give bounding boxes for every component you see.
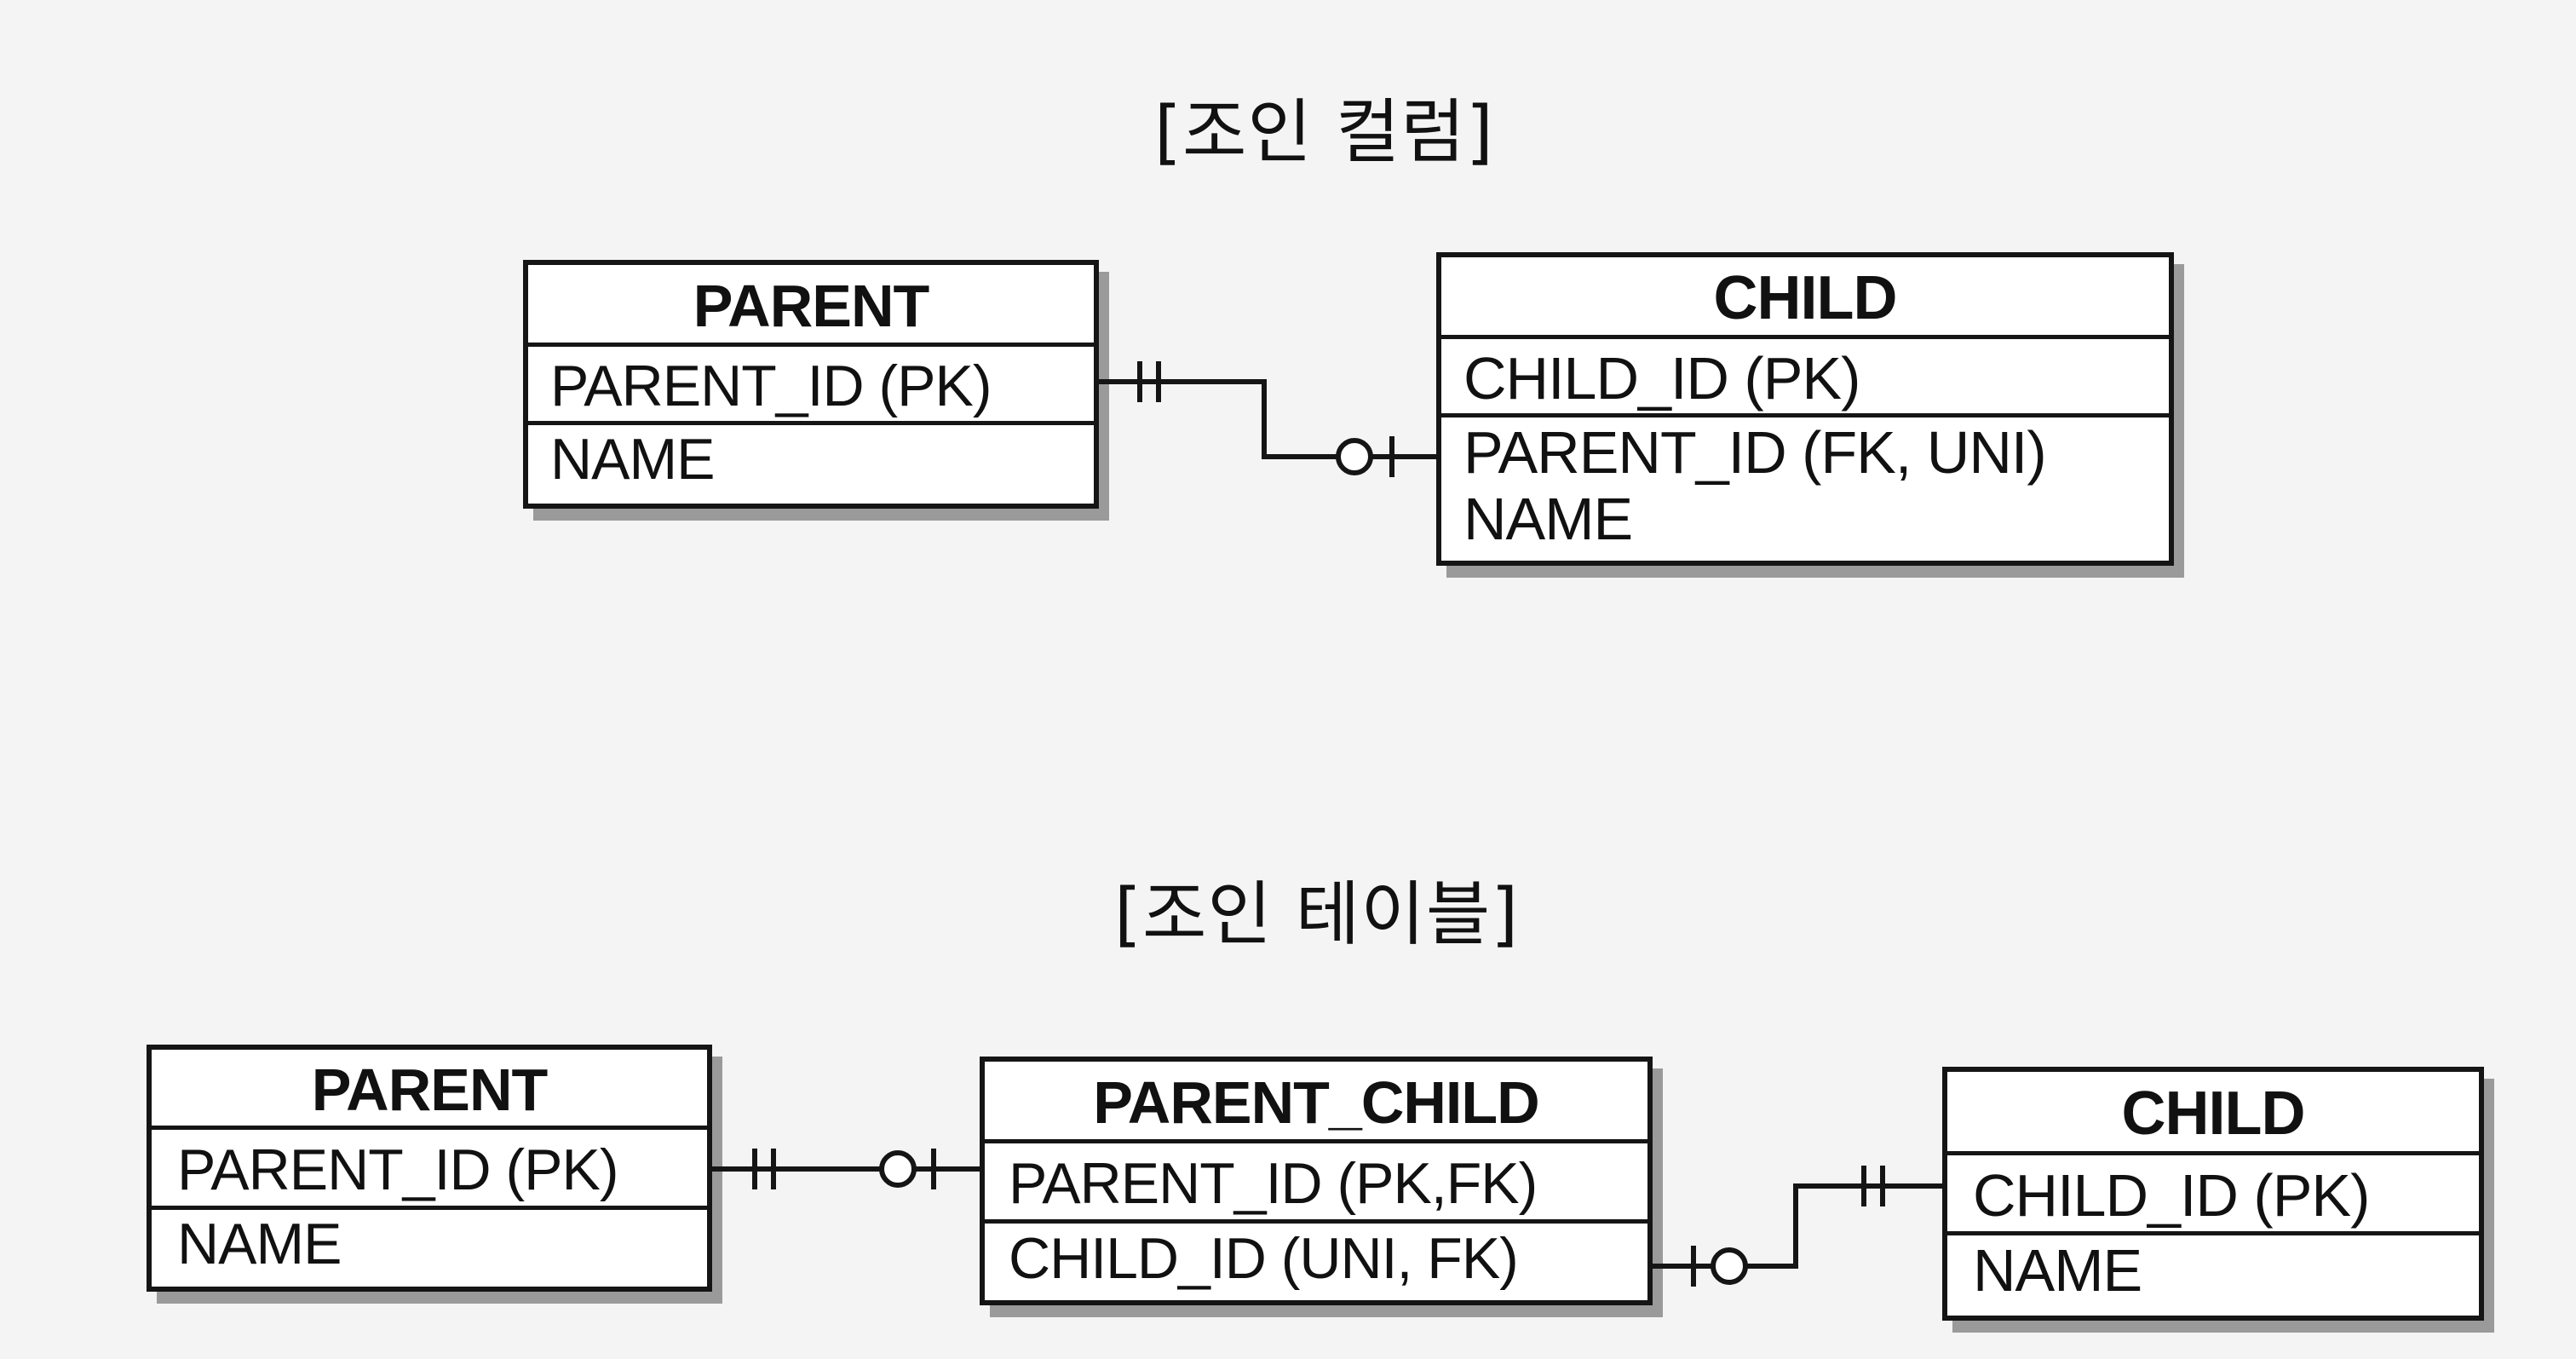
parent-pk-column: PARENT_ID (PK) bbox=[152, 1130, 707, 1210]
zero-circle-mark bbox=[1336, 438, 1373, 475]
entity-child-name: CHILD bbox=[1947, 1072, 2479, 1155]
child-name-column: NAME bbox=[1973, 1237, 2142, 1304]
parent-child-parent-id-column: PARENT_ID (PK,FK) bbox=[985, 1143, 1647, 1224]
relationship-parent-child-join-column bbox=[1094, 361, 1436, 477]
relationship-line bbox=[1094, 379, 1436, 459]
entity-child-join-column: CHILD CHILD_ID (PK) PARENT_ID (FK, UNI) … bbox=[1436, 252, 2174, 566]
entity-parent-join-column: PARENT PARENT_ID (PK) NAME bbox=[523, 260, 1099, 509]
parent-pk-column: PARENT_ID (PK) bbox=[528, 347, 1094, 425]
relationship-parent-parentchild bbox=[707, 1149, 980, 1189]
child-name-column: NAME bbox=[1463, 486, 1633, 552]
child-pk-column: CHILD_ID (PK) bbox=[1441, 339, 2169, 417]
zero-circle-mark bbox=[879, 1150, 917, 1188]
join-column-title: [조인 컬럼] bbox=[1154, 92, 1494, 173]
entity-parent-child-join-table: PARENT_CHILD PARENT_ID (PK,FK) CHILD_ID … bbox=[980, 1057, 1653, 1305]
parent-name-column: NAME bbox=[177, 1212, 342, 1276]
join-table-title: [조인 테이블] bbox=[1114, 874, 1520, 955]
child-fk-column: PARENT_ID (FK, UNI) bbox=[1463, 419, 2047, 486]
entity-child-join-table: CHILD CHILD_ID (PK) NAME bbox=[1942, 1067, 2484, 1321]
entity-parent-join-table: PARENT PARENT_ID (PK) NAME bbox=[147, 1045, 712, 1292]
child-pk-column: CHILD_ID (PK) bbox=[1947, 1155, 2479, 1235]
parent-name-column: NAME bbox=[550, 427, 715, 492]
relationship-parentchild-child bbox=[1647, 1166, 1942, 1287]
entity-parent-name: PARENT bbox=[152, 1050, 707, 1130]
entity-parent-child-name: PARENT_CHILD bbox=[985, 1062, 1647, 1143]
entity-child-name: CHILD bbox=[1441, 257, 2169, 339]
zero-circle-mark bbox=[1711, 1247, 1748, 1285]
entity-parent-name: PARENT bbox=[528, 265, 1094, 347]
parent-child-child-id-column: CHILD_ID (UNI, FK) bbox=[1009, 1226, 1519, 1291]
